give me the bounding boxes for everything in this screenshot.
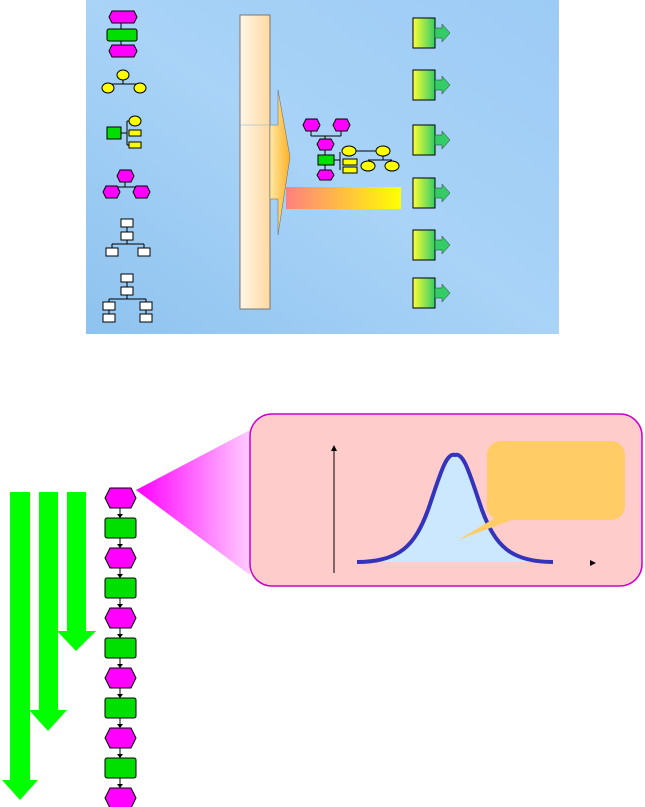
legend-function-data-link [106, 115, 142, 149]
org-unit-shape [375, 145, 391, 157]
event-shape [316, 138, 335, 151]
collector-bar [239, 14, 271, 310]
output-box [412, 277, 451, 309]
process-event [104, 787, 137, 807]
process-event [104, 727, 137, 749]
process-event [104, 487, 137, 509]
process-event [104, 607, 137, 629]
event-shape [302, 118, 321, 132]
event-shape [116, 169, 135, 183]
event-shape [332, 118, 351, 132]
output-box [412, 17, 451, 49]
org-unit-shape [101, 82, 115, 94]
legend-event-event-link [102, 169, 151, 199]
x-axis-arrowhead [590, 560, 596, 566]
process-function [104, 757, 137, 779]
function-shape [106, 126, 122, 140]
process-function [104, 517, 137, 539]
org-unit-shape [116, 69, 130, 81]
event-shape [316, 169, 335, 181]
process-function [104, 577, 137, 599]
process-event [104, 547, 137, 569]
process-function [104, 637, 137, 659]
event-shape [132, 185, 151, 199]
data-shape [128, 129, 142, 137]
process-event [104, 667, 137, 689]
event-shape [102, 185, 121, 199]
data-shape [128, 141, 142, 149]
data-shape [342, 166, 358, 174]
org-unit-shape [128, 115, 142, 127]
merge-arrow [269, 89, 291, 236]
flow-arrow-long [2, 492, 38, 800]
org-unit-shape [384, 160, 400, 172]
output-box [412, 69, 451, 101]
output-box [412, 177, 451, 209]
org-unit-shape [360, 160, 376, 172]
legend-data-tree [105, 218, 151, 257]
note-bubble-tail [458, 515, 525, 540]
output-box [412, 124, 451, 156]
legend-event-function-chain [106, 10, 138, 58]
integration-gradient-bar [286, 187, 401, 209]
process-function [104, 697, 137, 719]
distribution-fill [357, 454, 553, 562]
flow-arrow-medium [29, 492, 67, 731]
distribution-curve [356, 452, 554, 564]
data-shape [342, 158, 358, 166]
org-unit-shape [133, 82, 147, 94]
function-shape [106, 28, 138, 42]
output-box [412, 229, 451, 261]
flow-arrow-short [57, 492, 96, 651]
zoom-funnel [136, 430, 250, 575]
event-shape [108, 44, 138, 58]
legend-organization-hierarchy [101, 69, 147, 94]
legend-data-tree-nested [102, 273, 153, 323]
merged-model [302, 118, 400, 181]
event-shape [108, 10, 138, 24]
note-bubble [487, 441, 625, 520]
top-panel-background [86, 0, 559, 334]
